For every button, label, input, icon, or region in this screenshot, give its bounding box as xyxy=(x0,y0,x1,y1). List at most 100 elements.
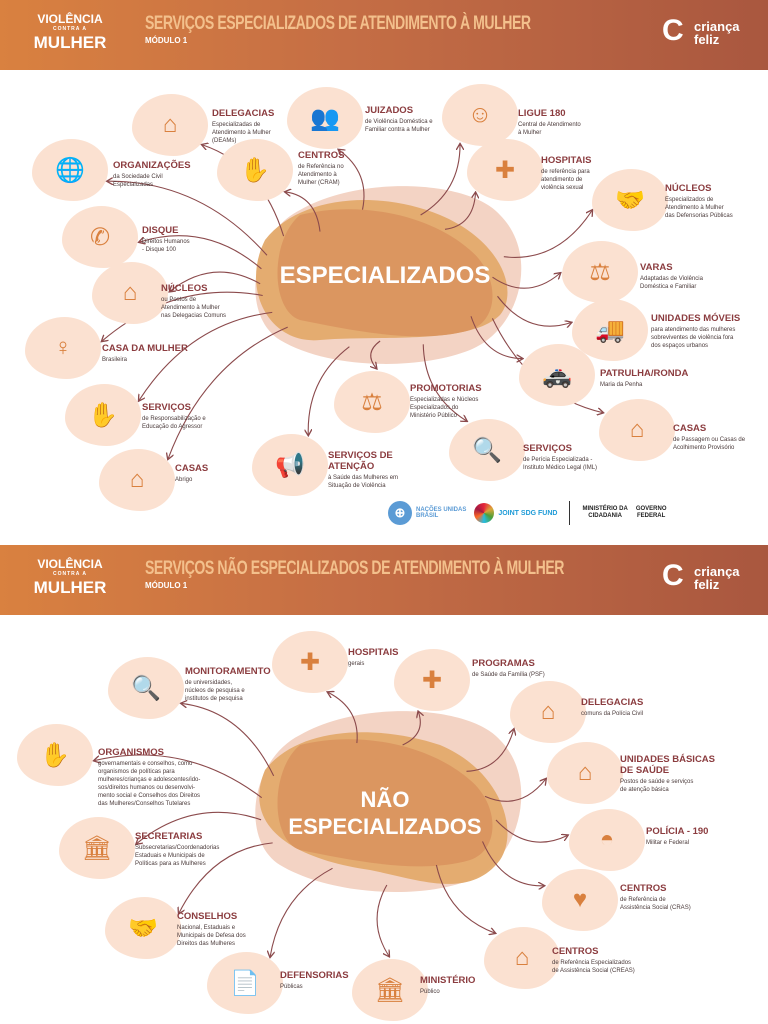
truck-icon: 🚚 xyxy=(595,316,625,344)
service-node: ♥ xyxy=(542,869,618,931)
service-node: 📢 xyxy=(252,434,328,496)
service-node: ✋ xyxy=(17,724,93,786)
un-brasil-logo: ⊕NAÇÕES UNIDAS BRASIL xyxy=(388,501,466,525)
service-title: CASAS xyxy=(673,423,707,434)
service-description: governamentais e conselhos, como organis… xyxy=(98,761,201,807)
service-node: ✚ xyxy=(467,139,543,201)
arrow xyxy=(495,819,567,843)
house-network-icon: ⌂ xyxy=(122,279,138,306)
operator-icon: ☺ xyxy=(467,101,493,128)
service-node: ✆ xyxy=(62,206,138,268)
service-node: ⌂ xyxy=(92,262,168,324)
arrow xyxy=(466,730,514,772)
service-description: Público xyxy=(420,989,440,995)
arrow xyxy=(308,346,350,435)
arrow xyxy=(108,181,268,256)
service-node: ☺ xyxy=(442,84,518,146)
service-title: CASA DA MULHER xyxy=(102,343,188,354)
megaphone-icon: 📢 xyxy=(275,451,305,479)
service-label: PATRULHA/RONDA Maria da Penha xyxy=(600,368,750,389)
service-description: Maria da Penha xyxy=(600,382,643,388)
police-cap-icon: ◓ xyxy=(599,826,615,853)
arrow xyxy=(444,193,476,230)
service-description: Abrigo xyxy=(175,477,193,483)
handshake-icon: 🤝 xyxy=(128,914,158,942)
service-title: DISQUE xyxy=(142,225,179,236)
scales-icon: ⚖ xyxy=(361,388,383,416)
arrow xyxy=(371,340,381,368)
service-description: de Perícia Especializada - Instituto Méd… xyxy=(523,457,598,471)
service-description: Adaptadas de Violência Doméstica e Famil… xyxy=(640,276,703,290)
service-description: Subsecretarias/Coordenadorias Estaduais … xyxy=(135,845,220,867)
service-label: DELEGACIAS comuns da Polícia Civil xyxy=(581,697,731,718)
service-description: de Referência no Atendimento à Mulher (C… xyxy=(298,164,344,186)
arrow xyxy=(484,779,546,802)
arrow xyxy=(170,271,261,291)
service-label: ORGANIZAÇÕES da Sociedade Civil Especiali… xyxy=(113,160,263,189)
arrow xyxy=(422,344,466,421)
page-title: SERVIÇOS NÃO ESPECIALIZADOS DE ATENDIMEN… xyxy=(145,558,564,579)
smile-c-icon: C xyxy=(662,14,684,47)
arrow xyxy=(270,867,333,956)
phone-icon: ✆ xyxy=(89,223,111,251)
service-description: da Sociedade Civil Especializadas xyxy=(113,174,163,188)
service-node: 🤝 xyxy=(105,897,181,959)
arrow xyxy=(420,144,460,216)
service-description: para atendimento das mulheres sobreviven… xyxy=(651,327,736,349)
service-description: de Violência Doméstica e Familiar contra… xyxy=(365,119,433,133)
medkit-hand-icon: ✚ xyxy=(421,666,443,694)
service-title: MINISTÉRIO xyxy=(420,975,476,986)
service-node: ⌂ xyxy=(99,449,175,511)
service-description: de Responsabilização e Educação do Agres… xyxy=(142,416,206,430)
service-description: Públicas xyxy=(280,984,303,990)
service-description: Especializadas de Atendimento à Mulher (… xyxy=(212,122,271,144)
service-label: CASA DA MULHER Brasileira xyxy=(102,343,252,364)
service-node: ⌂ xyxy=(510,681,586,743)
handshake-icon: 🤝 xyxy=(615,186,645,214)
sdg-wheel-icon xyxy=(474,503,495,523)
service-description: Brasileira xyxy=(102,357,128,363)
service-description: de referência para atendimento de violên… xyxy=(541,169,590,191)
police-station-icon: ⌂ xyxy=(162,111,178,138)
service-node: ⌂ xyxy=(547,742,623,804)
service-title: SECRETARIAS xyxy=(135,831,203,842)
service-description: comuns da Polícia Civil xyxy=(581,711,644,717)
arrow xyxy=(402,712,421,746)
house-hand-icon: ⌂ xyxy=(629,416,645,443)
service-label: SECRETARIAS Subsecretarias/Coordenadorias… xyxy=(135,831,285,868)
magnifier-check-icon: 🔍 xyxy=(472,436,502,464)
service-label: MINISTÉRIO Público xyxy=(420,975,570,996)
service-title: HOSPITAIS xyxy=(348,647,399,658)
service-description: ou Postos de Atendimento à Mulher nas De… xyxy=(161,297,227,319)
service-node: ⌂ xyxy=(132,94,208,156)
service-title: PATRULHA/RONDA xyxy=(600,368,689,379)
service-title: SERVIÇOS DE ATENÇÃO xyxy=(328,450,393,472)
service-title: DELEGACIAS xyxy=(581,697,644,708)
service-node: ✚ xyxy=(272,631,348,693)
module-label: MÓDULO 1 xyxy=(145,36,188,45)
service-node: ♀ xyxy=(25,317,101,379)
arrow xyxy=(492,273,561,289)
arrow xyxy=(481,841,544,885)
service-title: DELEGACIAS xyxy=(212,108,275,119)
service-title: ORGANIZAÇÕES xyxy=(113,160,191,171)
service-description: Nacional, Estaduais e Municipais de Defe… xyxy=(177,925,246,947)
arrow xyxy=(339,150,365,210)
page-title: SERVIÇOS ESPECIALIZADOS DE ATENDIMENTO À… xyxy=(145,13,531,34)
